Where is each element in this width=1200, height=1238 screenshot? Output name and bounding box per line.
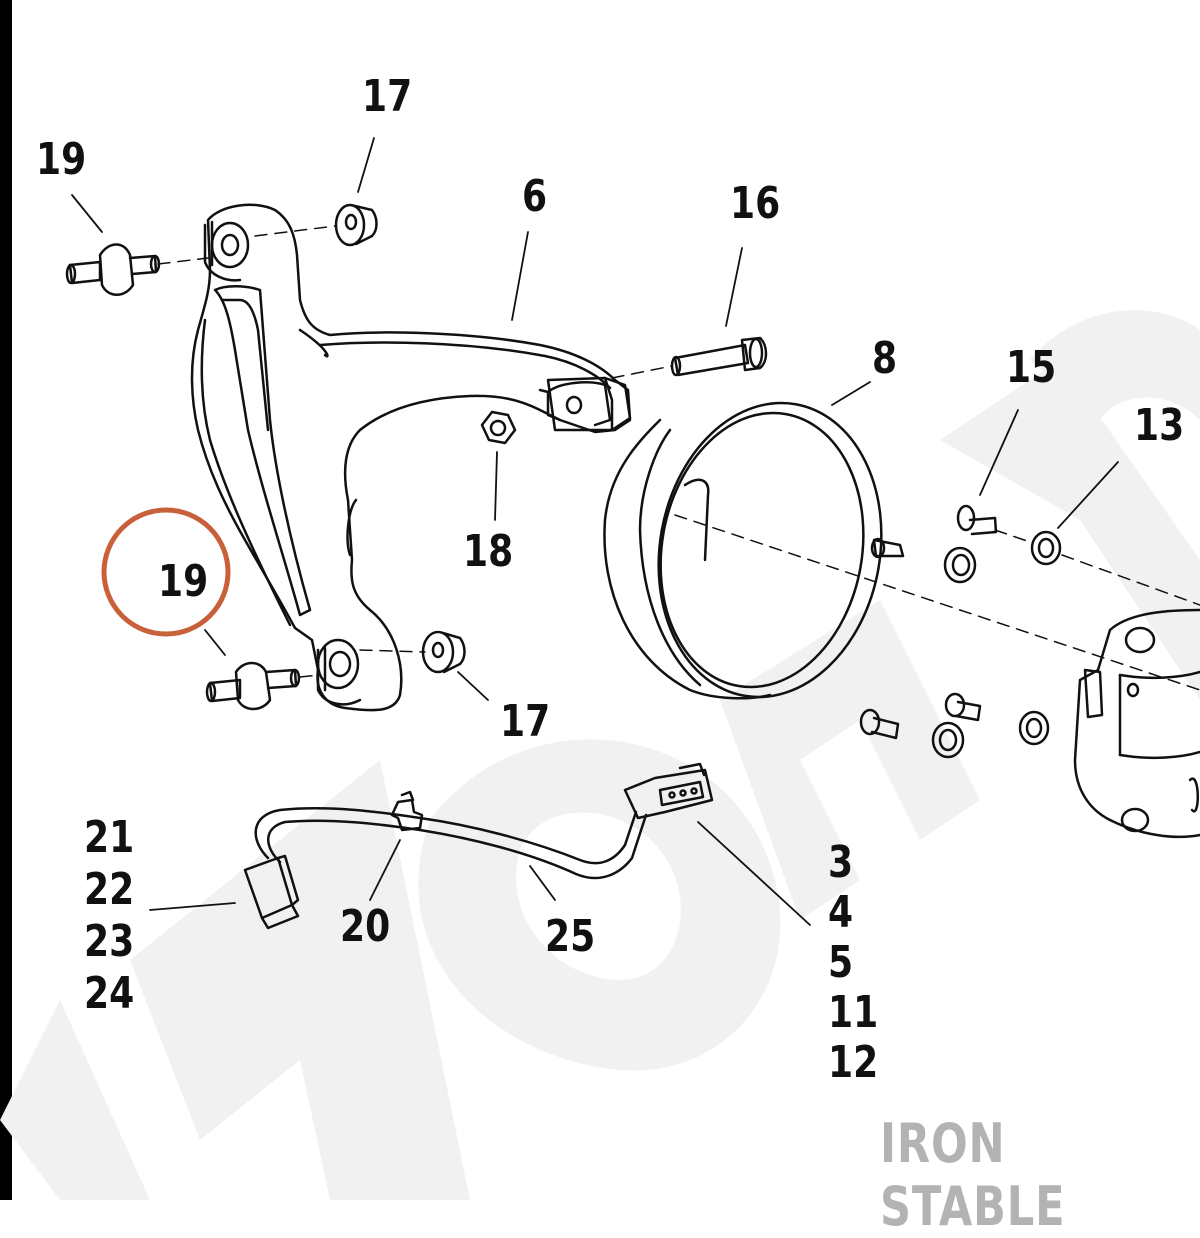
bolt-16 (670, 336, 768, 377)
leader-lines (71, 137, 1119, 926)
callout-21: 21 (84, 812, 135, 863)
watermark-text: IRON STABLE (880, 1112, 1066, 1238)
nut-18 (480, 410, 517, 445)
callout-4: 4 (828, 887, 854, 938)
callout-22: 22 (84, 864, 135, 915)
callout-stack-left: 21 22 23 24 (84, 812, 134, 1020)
grommet-17-top (334, 203, 378, 247)
stud-19-lower (205, 661, 301, 711)
callout-17-bottom: 17 (500, 696, 551, 747)
callout-25: 25 (545, 911, 596, 962)
mount-hardware-right (859, 504, 1062, 759)
callout-6: 6 (522, 171, 548, 222)
callout-19-top: 19 (36, 134, 87, 185)
callout-3: 3 (828, 837, 854, 888)
highlight-circle (101, 507, 231, 637)
callout-13: 13 (1134, 400, 1185, 451)
headlamp-bucket (603, 401, 905, 700)
callout-23: 23 (84, 916, 135, 967)
callout-18: 18 (463, 526, 514, 577)
callout-12: 12 (828, 1037, 879, 1088)
mount-bracket-arm (190, 203, 632, 712)
wiring-harness (243, 762, 714, 930)
watermark-letters (0, 310, 1200, 1200)
callout-8: 8 (872, 333, 898, 384)
stud-19-top (65, 243, 161, 296)
callout-stack-right: 3 4 5 11 12 (828, 838, 878, 1088)
fork-mount-bracket (1073, 608, 1200, 839)
callout-16: 16 (730, 178, 781, 229)
alignment-lines (157, 225, 1200, 691)
callout-17-top: 17 (362, 71, 413, 122)
callout-11: 11 (828, 987, 879, 1038)
exploded-parts-diagram (0, 137, 1200, 1200)
callout-15: 15 (1006, 342, 1057, 393)
callout-20: 20 (340, 901, 391, 952)
grommet-17-bottom (421, 630, 466, 674)
image-edge-bar (0, 0, 12, 1200)
callout-5: 5 (828, 937, 854, 988)
callout-24: 24 (84, 968, 135, 1019)
callout-19-circled: 19 (158, 556, 209, 607)
